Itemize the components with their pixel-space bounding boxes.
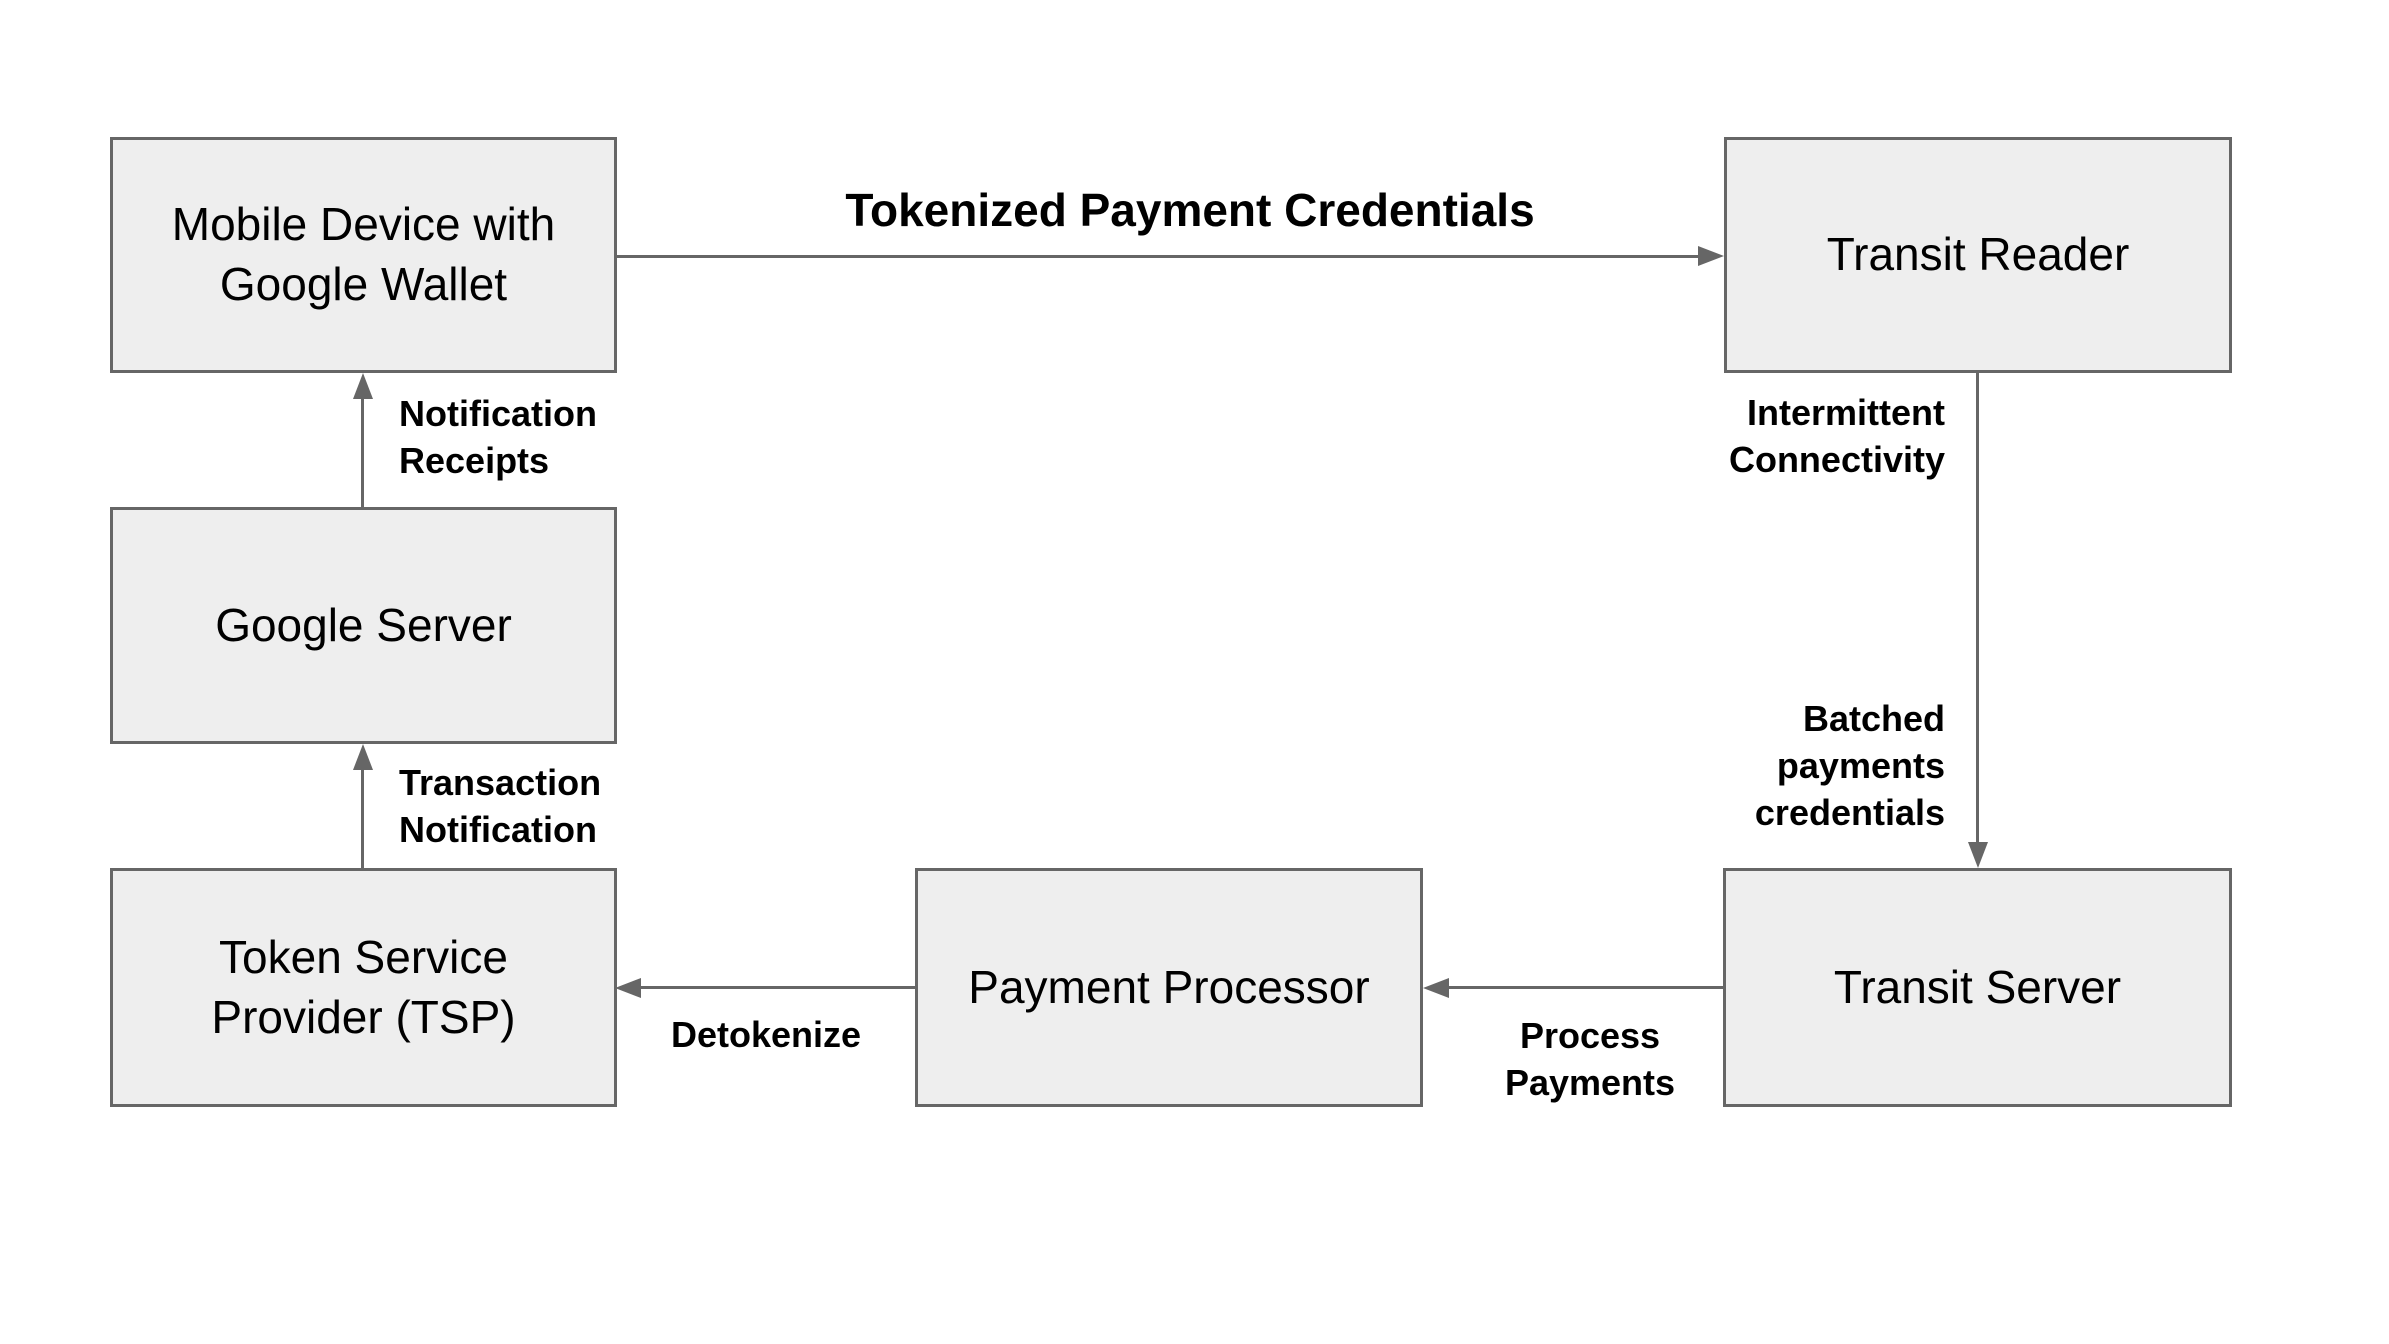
arrowhead-up-icon <box>353 744 373 770</box>
node-label-mobile-device-google-wallet: Mobile Device with Google Wallet <box>171 198 556 310</box>
node-mobile-device-google-wallet: Mobile Device with Google Wallet <box>110 137 617 373</box>
arrowhead-up-icon <box>353 373 373 399</box>
node-google-server: Google Server <box>110 507 617 744</box>
node-label-transit-server: Transit Server <box>1833 960 2122 1013</box>
arrowhead-left-icon <box>615 978 641 998</box>
edge-label-transaction-notification: Transaction Notification <box>399 762 602 850</box>
arrow-line <box>1976 373 1979 842</box>
node-transit-server: Transit Server <box>1723 868 2232 1107</box>
arrowhead-right-icon <box>1698 246 1724 266</box>
arrow-line <box>617 255 1698 258</box>
arrow-line <box>641 986 915 989</box>
node-payment-processor: Payment Processor <box>915 868 1423 1107</box>
edge-label-intermittent-connectivity: Intermittent Connectivity <box>1728 392 1945 480</box>
edge-label-detokenize: Detokenize <box>670 1014 862 1055</box>
edge-label-batched-payments-credentials: Batched payments credentials <box>1754 698 1945 833</box>
node-label-token-service-provider: Token Service Provider (TSP) <box>211 930 516 1043</box>
edge-label-notification-receipts: Notification Receipts <box>399 393 597 481</box>
arrowhead-left-icon <box>1423 978 1449 998</box>
node-token-service-provider: Token Service Provider (TSP) <box>110 868 617 1107</box>
arrow-line <box>361 399 364 507</box>
edge-label-tokenized-payment-credentials: Tokenized Payment Credentials <box>845 184 1535 236</box>
node-label-payment-processor: Payment Processor <box>968 960 1370 1013</box>
edge-label-process-payments: Process Payments <box>1504 1015 1676 1103</box>
arrow-line <box>1449 986 1723 989</box>
arrowhead-down-icon <box>1968 842 1988 868</box>
node-transit-reader: Transit Reader <box>1724 137 2232 373</box>
node-label-google-server: Google Server <box>215 598 512 651</box>
arrow-line <box>361 770 364 868</box>
node-label-transit-reader: Transit Reader <box>1826 228 2130 281</box>
